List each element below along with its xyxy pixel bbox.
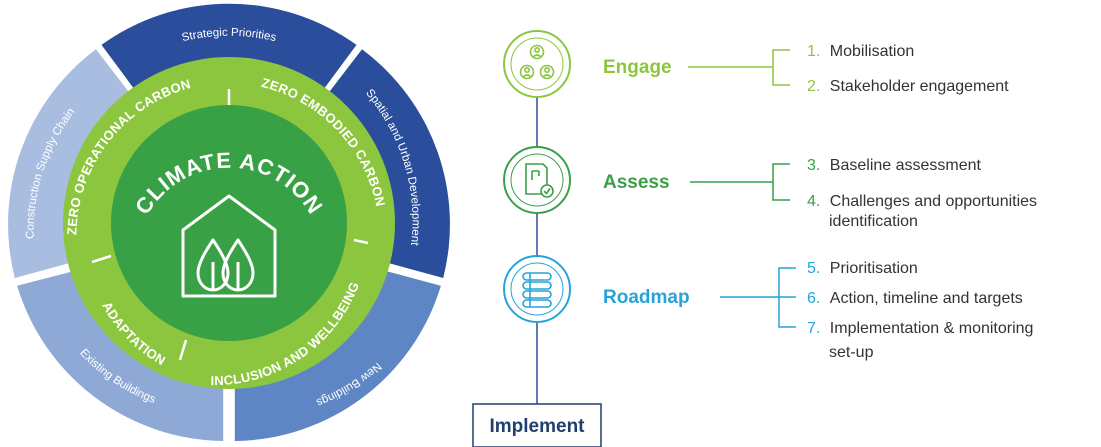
- step-4: 4. Challenges and opportunities: [807, 193, 1037, 210]
- core-circle: [111, 105, 347, 341]
- engage-node: [503, 30, 571, 98]
- implement-label: Implement: [489, 416, 585, 437]
- outer-segment-construction-supply-chain: [8, 49, 132, 278]
- stage-assess: Assess 3. Baseline assessment 4. Challen…: [503, 146, 1037, 230]
- document-check-icon: [525, 163, 554, 198]
- step-3: 3. Baseline assessment: [807, 157, 982, 174]
- outer-segment-strategic-priorities: [101, 3, 357, 92]
- implement-box: Implement: [472, 403, 602, 447]
- stage-label-assess: Assess: [603, 172, 670, 193]
- stage-label-roadmap: Roadmap: [603, 287, 690, 308]
- people-group-icon: [519, 44, 555, 80]
- outer-segment-spatial-urban: [326, 49, 450, 278]
- stage-engage: Engage 1. Mobilisation 2. Stakeholder en…: [503, 30, 1009, 98]
- stage-roadmap: Roadmap 5. Prioritisation 6. Action, tim…: [503, 255, 1033, 361]
- outer-segment-existing-buildings: [17, 270, 224, 441]
- step-1: 1. Mobilisation: [807, 43, 914, 60]
- assess-node: [503, 146, 571, 214]
- outer-label-strategic-priorities: Strategic Priorities: [181, 27, 278, 45]
- step-5: 5. Prioritisation: [807, 260, 918, 277]
- stage-label-engage: Engage: [603, 57, 672, 78]
- step-4-line-2: identification: [829, 213, 918, 230]
- outer-ring: [8, 3, 450, 441]
- step-2: 2. Stakeholder engagement: [807, 78, 1009, 95]
- house-drops-icon: [181, 194, 277, 298]
- step-7-line-2: set-up: [829, 344, 874, 361]
- step-7: 7. Implementation & monitoring: [807, 320, 1033, 337]
- climate-action-wheel: CLIMATE ACTION ZERO OPERATIONAL CARBON Z…: [8, 3, 450, 441]
- outer-segment-new-buildings: [234, 270, 441, 441]
- list-icon: [522, 272, 552, 308]
- inner-ring-dividers: [91, 89, 369, 361]
- step-6: 6. Action, timeline and targets: [807, 290, 1023, 307]
